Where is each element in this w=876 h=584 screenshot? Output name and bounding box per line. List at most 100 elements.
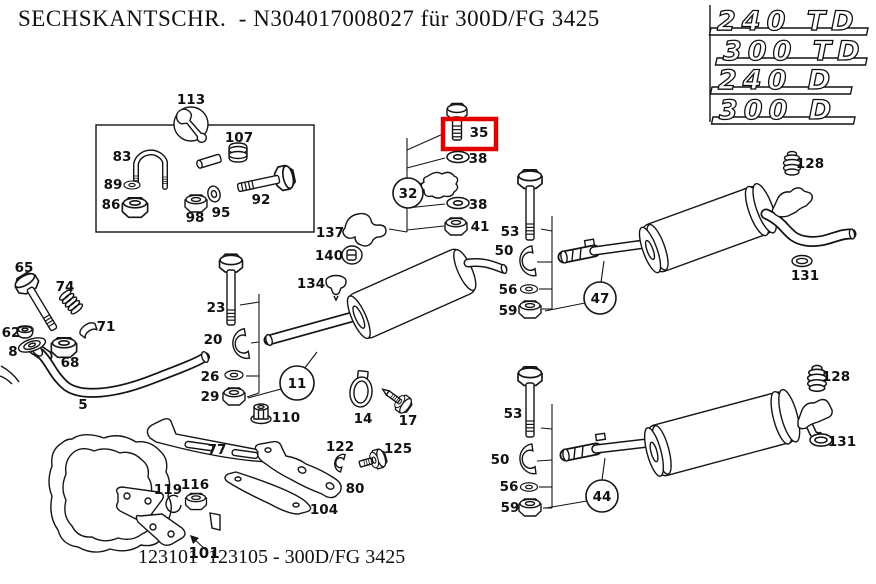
- page-title: SECHSKANTSCHR. - N304017008027 für 300D/…: [18, 6, 600, 31]
- part-label-53-upper[interactable]: 53: [501, 224, 520, 240]
- assembly-callout-47[interactable]: 47: [583, 281, 617, 315]
- part-label-113[interactable]: 113: [177, 92, 205, 108]
- part-107-grommet: [228, 142, 248, 163]
- part-label-5[interactable]: 5: [78, 397, 87, 413]
- part-23-bolt: [218, 253, 244, 326]
- part-label-53-lower[interactable]: 53: [504, 406, 523, 422]
- part-label-56-upper[interactable]: 56: [499, 282, 518, 298]
- part-label-29[interactable]: 29: [201, 389, 220, 405]
- model-badge-240d: 240 D: [709, 64, 853, 97]
- part-label-119[interactable]: 119: [154, 482, 182, 498]
- part-label-89[interactable]: 89: [104, 177, 123, 193]
- part-label-134[interactable]: 134: [297, 276, 325, 292]
- part-label-38-upper[interactable]: 38: [469, 151, 488, 167]
- part-label-107[interactable]: 107: [225, 130, 253, 146]
- part-label-110[interactable]: 110: [272, 410, 300, 426]
- part-spacer-sleeve: [196, 153, 222, 169]
- part-label-116[interactable]: 116: [181, 477, 209, 493]
- part-label-83[interactable]: 83: [113, 149, 132, 165]
- part-label-56-lower[interactable]: 56: [500, 479, 519, 495]
- hardware-kit-box: [95, 106, 315, 233]
- part-59-nut-upper: [518, 300, 542, 319]
- part-label-128-lower[interactable]: 128: [822, 369, 850, 385]
- part-label-59-lower[interactable]: 59: [501, 500, 520, 516]
- part-32-clamp: [420, 171, 459, 199]
- badge-label-240td: 240 TD: [717, 6, 860, 37]
- model-badge-300d: 300 D: [710, 94, 856, 127]
- part-116-nut: [184, 492, 208, 511]
- page-caption: 123101 123105 - 300D/FG 3425: [138, 546, 406, 568]
- part-label-125[interactable]: 125: [384, 441, 412, 457]
- badge-label-240d: 240 D: [718, 65, 836, 96]
- part-label-101[interactable]: 101: [188, 544, 219, 562]
- part-label-50-upper[interactable]: 50: [495, 243, 514, 259]
- part-label-26[interactable]: 26: [201, 369, 220, 385]
- part-label-122[interactable]: 122: [326, 439, 354, 455]
- part-59-nut-lower: [518, 498, 542, 517]
- model-badge-240td: 240 TD: [708, 5, 869, 38]
- wrench-icon: [173, 106, 209, 143]
- part-label-59-upper[interactable]: 59: [499, 303, 518, 319]
- assembly-callout-11[interactable]: 11: [279, 365, 315, 401]
- hanger-bracket-upper: [771, 187, 813, 218]
- part-134-plug: [325, 274, 347, 302]
- part-label-104[interactable]: 104: [310, 502, 338, 518]
- part-label-92[interactable]: 92: [252, 192, 271, 208]
- part-53-bolt-lower: [517, 365, 543, 438]
- part-label-50-lower[interactable]: 50: [491, 452, 510, 468]
- part-label-17[interactable]: 17: [399, 413, 418, 429]
- part-119-ring: [165, 494, 182, 514]
- part-label-71[interactable]: 71: [97, 319, 116, 335]
- part-label-65[interactable]: 65: [15, 260, 34, 276]
- center-muffler: [263, 248, 508, 347]
- part-label-35[interactable]: 35: [470, 125, 489, 141]
- assembly-callout-44[interactable]: 44: [585, 479, 619, 513]
- part-label-38-lower[interactable]: 38: [469, 197, 488, 213]
- model-badge-300td: 300 TD: [714, 35, 868, 68]
- part-137-bracket: [342, 212, 387, 247]
- part-label-14[interactable]: 14: [354, 411, 373, 427]
- part-label-32[interactable]: 32: [399, 186, 418, 202]
- part-83-ubolt: [132, 149, 169, 190]
- part-label-20[interactable]: 20: [204, 332, 223, 348]
- part-label-47[interactable]: 47: [591, 291, 610, 307]
- part-label-95[interactable]: 95: [212, 205, 231, 221]
- part-label-86[interactable]: 86: [102, 197, 121, 213]
- part-label-23[interactable]: 23: [207, 300, 226, 316]
- clamp-32-group: [420, 102, 499, 236]
- part-label-68[interactable]: 68: [61, 355, 80, 371]
- part-label-11[interactable]: 11: [288, 376, 307, 392]
- part-92-bolt: [236, 163, 298, 193]
- part-label-131-lower[interactable]: 131: [828, 434, 856, 450]
- part-label-41[interactable]: 41: [471, 219, 490, 235]
- part-20-clamp: [229, 327, 251, 362]
- part-label-74[interactable]: 74: [56, 279, 75, 295]
- part-38-washer-upper: [446, 150, 470, 164]
- assembly-callout-32[interactable]: 32: [392, 177, 424, 209]
- part-label-62[interactable]: 62: [2, 325, 21, 341]
- part-29-nut: [222, 387, 246, 406]
- part-80-bracket: [254, 440, 342, 499]
- badge-label-300d: 300 D: [719, 95, 837, 126]
- part-86-nut: [121, 196, 149, 219]
- part-35-bolt: [446, 102, 468, 141]
- part-label-140[interactable]: 140: [315, 248, 343, 264]
- part-95-washer: [207, 185, 221, 203]
- part-label-77[interactable]: 77: [208, 442, 227, 458]
- part-label-80[interactable]: 80: [346, 481, 365, 497]
- part-label-137[interactable]: 137: [316, 225, 344, 241]
- part-label-131-upper[interactable]: 131: [791, 268, 819, 284]
- part-label-44[interactable]: 44: [593, 489, 612, 505]
- part-label-128-upper[interactable]: 128: [796, 156, 824, 172]
- part-14-clamp: [349, 369, 373, 408]
- model-badges: 240 TD 300 TD 240 D 300 D: [708, 5, 869, 127]
- part-38-washer-lower: [446, 196, 470, 210]
- part-callouts: 32 11 47 44 113 83 107 89 86 98 95 92 35: [2, 92, 856, 562]
- rear-muffler-upper: [517, 150, 857, 319]
- part-label-8[interactable]: 8: [8, 344, 17, 360]
- part-71-clip: [79, 322, 98, 339]
- part-104-strap: [224, 471, 312, 515]
- part-label-98[interactable]: 98: [186, 210, 205, 226]
- hanger-bracket-lower: [797, 398, 833, 430]
